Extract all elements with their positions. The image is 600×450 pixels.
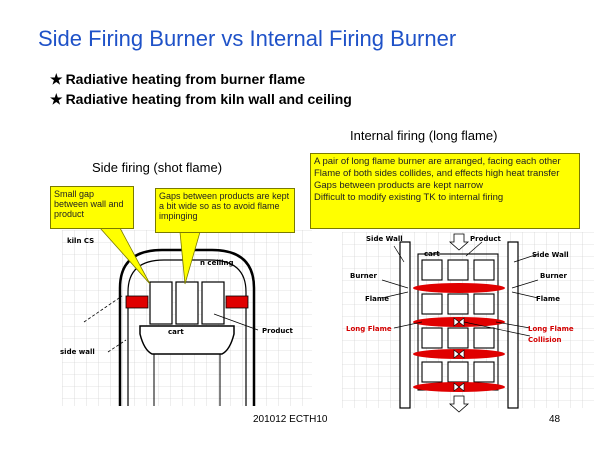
flame-left-label: Flame xyxy=(365,295,389,303)
product-grid xyxy=(417,253,499,391)
product-box-1 xyxy=(149,281,173,325)
bullet-text: Radiative heating from kiln wall and cei… xyxy=(65,91,352,107)
star-icon: ★ xyxy=(50,91,63,107)
side-firing-caption: Side firing (shot flame) xyxy=(92,160,223,175)
burner-left-label: Burner xyxy=(350,272,377,280)
burner-right-label: Burner xyxy=(540,272,567,280)
product-label: Product xyxy=(262,327,293,335)
page-number: 48 xyxy=(549,414,561,425)
star-icon: ★ xyxy=(50,71,63,87)
cart xyxy=(139,325,235,355)
product-label: Product xyxy=(470,235,501,243)
note-line-2: Flame of both sides collides, and effect… xyxy=(314,168,560,179)
kiln-cs-label: kiln CS xyxy=(67,237,95,245)
collision-markers xyxy=(453,317,465,392)
product-box-2 xyxy=(175,281,199,325)
long-flame-left-label: Long Flame xyxy=(346,325,392,333)
kiln-ceiling-label: n ceiling xyxy=(200,259,234,267)
long-flames xyxy=(413,283,505,392)
callout-small-gap: Small gap between wall and product xyxy=(50,186,134,229)
internal-firing-caption: Internal firing (long flame) xyxy=(350,128,498,143)
side-wall-left-label: Side Wall xyxy=(366,235,403,243)
cart-label: cart xyxy=(168,328,184,336)
internal-firing-note: A pair of long flame burner are arranged… xyxy=(310,153,580,229)
side-firing-diagram xyxy=(62,230,312,406)
note-line-4: Difficult to modify existing TK to inter… xyxy=(314,192,504,203)
product-box-3 xyxy=(201,281,225,325)
cart-label: cart xyxy=(424,250,440,258)
note-line-1: A pair of long flame burner are arranged… xyxy=(314,156,561,167)
flow-arrow-bottom xyxy=(448,395,470,413)
side-wall-label: side wall xyxy=(60,348,95,356)
footer-label: 201012 ECTH10 xyxy=(253,414,328,425)
note-line-3: Gaps between products are kept narrow xyxy=(314,180,483,191)
bullet-kiln-wall: ★Radiative heating from kiln wall and ce… xyxy=(50,91,352,108)
flow-arrow-top xyxy=(448,233,470,251)
slide-title: Side Firing Burner vs Internal Firing Bu… xyxy=(38,26,457,51)
burner-right xyxy=(225,295,249,309)
flame-right-label: Flame xyxy=(536,295,560,303)
burner-left xyxy=(125,295,149,309)
callout-product-gaps: Gaps between products are kept a bit wid… xyxy=(155,188,295,233)
side-wall-right-label: Side Wall xyxy=(532,251,569,259)
internal-firing-diagram xyxy=(342,232,594,413)
collision-label: Collision xyxy=(528,336,562,344)
bullet-text: Radiative heating from burner flame xyxy=(65,71,306,87)
bullet-burner-flame: ★Radiative heating from burner flame xyxy=(50,71,305,88)
side-wall-left xyxy=(399,241,411,409)
long-flame-right-label: Long Flame xyxy=(528,325,574,333)
